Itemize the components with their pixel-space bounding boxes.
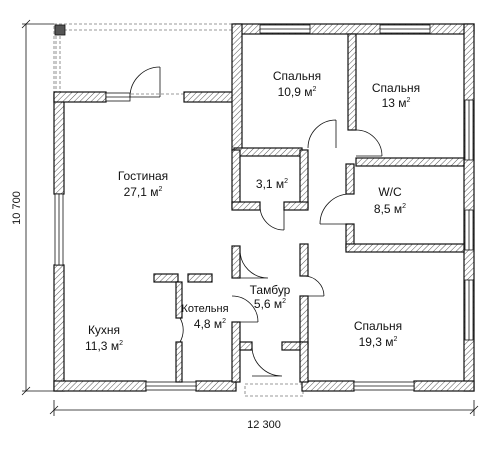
svg-text:Спальня: Спальня bbox=[372, 81, 420, 95]
svg-text:Тамбур: Тамбур bbox=[250, 283, 291, 297]
svg-text:Котельня: Котельня bbox=[181, 303, 228, 315]
width-dimension: 12 300 bbox=[247, 419, 281, 431]
svg-text:27,1 м2: 27,1 м2 bbox=[124, 185, 163, 199]
svg-text:4,8 м2: 4,8 м2 bbox=[194, 317, 226, 331]
svg-text:W/C: W/C bbox=[378, 185, 402, 199]
room-label-living: Гостиная 27,1 м2 bbox=[118, 169, 168, 199]
room-label-kitchen: Кухня 11,3 м2 bbox=[85, 323, 123, 353]
room-label-tambur: Тамбур 5,6 м2 bbox=[250, 283, 291, 311]
svg-text:10,9 м2: 10,9 м2 bbox=[278, 85, 317, 99]
svg-text:8,5 м2: 8,5 м2 bbox=[374, 202, 406, 216]
dimension-lines bbox=[21, 19, 479, 416]
svg-text:11,3 м2: 11,3 м2 bbox=[85, 339, 123, 353]
windows bbox=[54, 24, 474, 391]
svg-text:Спальня: Спальня bbox=[354, 319, 402, 333]
svg-text:19,3 м2: 19,3 м2 bbox=[359, 335, 398, 349]
corner-post bbox=[54, 24, 66, 36]
svg-text:5,6 м2: 5,6 м2 bbox=[254, 297, 286, 311]
room-label-bedroom-1: Спальня 10,9 м2 bbox=[273, 69, 321, 99]
room-label-boiler: Котельня 4,8 м2 bbox=[181, 303, 228, 331]
interior-walls bbox=[153, 33, 465, 383]
svg-text:Гостиная: Гостиная bbox=[118, 169, 168, 183]
doors bbox=[129, 66, 383, 377]
room-label-storage: 3,1 м2 bbox=[256, 177, 288, 191]
svg-text:13 м2: 13 м2 bbox=[382, 96, 411, 110]
room-label-bedroom-2: Спальня 13 м2 bbox=[372, 81, 420, 110]
height-dimension: 10 700 bbox=[11, 191, 23, 225]
room-label-bedroom-3: Спальня 19,3 м2 bbox=[354, 319, 402, 349]
room-label-wc: W/C 8,5 м2 bbox=[374, 185, 406, 216]
svg-text:Кухня: Кухня bbox=[88, 323, 120, 337]
svg-text:3,1 м2: 3,1 м2 bbox=[256, 177, 288, 191]
svg-text:Спальня: Спальня bbox=[273, 69, 321, 83]
